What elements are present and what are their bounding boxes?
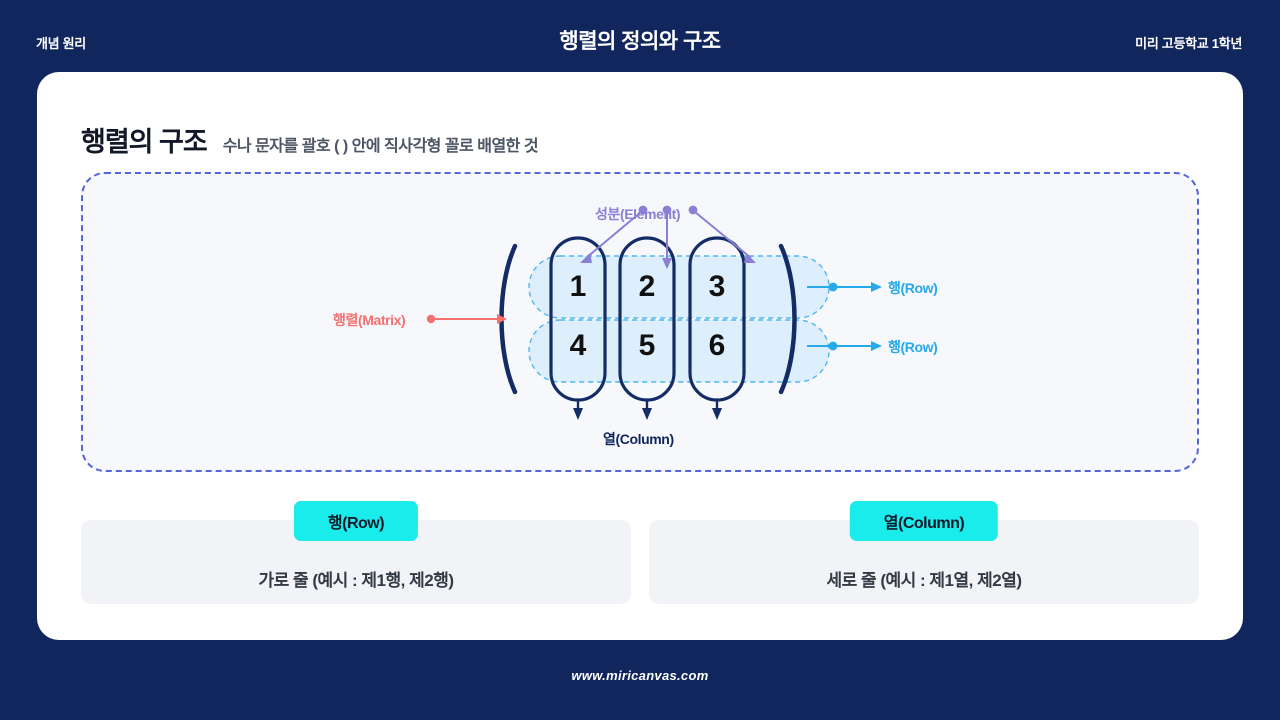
- matrix-cell-r1c2: 2: [638, 270, 656, 303]
- matrix-label: 행렬(Matrix): [333, 312, 406, 328]
- section-title: 행렬의 구조: [81, 127, 208, 157]
- info-card-row-text: 가로 줄 (예시 : 제1행, 제2행): [258, 571, 455, 590]
- row-label-1: 행(Row): [888, 280, 938, 296]
- column-arrow-head-1: [573, 408, 583, 420]
- column-arrow-head-3: [712, 408, 722, 420]
- element-arrow-head-1: [580, 253, 592, 263]
- element-arrow-head-2: [662, 258, 672, 269]
- info-card-column: 열(Column) 세로 줄 (예시 : 제1열, 제2열): [649, 501, 1199, 604]
- row-arrow-head-2: [871, 341, 882, 351]
- matrix-cell-r2c1: 4: [569, 329, 587, 362]
- element-arrow-head-3: [744, 253, 756, 263]
- element-arrows: [580, 205, 756, 269]
- info-card-row: 행(Row) 가로 줄 (예시 : 제1행, 제2행): [81, 501, 631, 604]
- matrix-diagram-svg: [426, 205, 882, 420]
- matrix-label-arrow: [426, 314, 507, 324]
- element-label: 성분(Element): [595, 206, 681, 222]
- element-arrow-line-1: [585, 211, 642, 259]
- section-subtitle: 수나 문자를 괄호 ( ) 안에 직사각형 꼴로 배열한 것: [222, 138, 539, 155]
- matrix-diagram-panel: 1 2 3 4 5 6 성분(Element) 행렬(Matrix) 행(Row…: [81, 172, 1199, 472]
- slide-title: 행렬의 정의와 구조: [559, 30, 721, 53]
- column-outline-3: [688, 236, 746, 402]
- bracket-right-icon: [778, 243, 797, 395]
- slide-header: 개념 원리 행렬의 정의와 구조 미리 고등학교 1학년: [0, 0, 1280, 72]
- element-dot-1: [638, 205, 648, 215]
- info-card-column-badge: 열(Column): [849, 501, 999, 541]
- matrix-cell-r1c1: 1: [569, 270, 587, 303]
- row-arrows: [807, 282, 882, 351]
- info-card-column-text: 세로 줄 (예시 : 제1열, 제2열): [826, 571, 1023, 590]
- column-outline-group: [549, 236, 746, 402]
- header-left-label: 개념 원리: [36, 36, 86, 51]
- column-outline-1: [549, 236, 607, 402]
- footer-url: www.miricanvas.com: [571, 668, 709, 683]
- section-heading: 행렬의 구조 수나 문자를 괄호 ( ) 안에 직사각형 꼴로 배열한 것: [81, 120, 539, 159]
- row-label-2: 행(Row): [888, 339, 938, 355]
- content-card: 행렬의 구조 수나 문자를 괄호 ( ) 안에 직사각형 꼴로 배열한 것: [37, 72, 1243, 640]
- element-dot-3: [688, 205, 698, 215]
- column-arrows: [573, 400, 722, 420]
- info-card-row-badge: 행(Row): [293, 501, 419, 541]
- column-arrow-head-2: [642, 408, 652, 420]
- matrix-arrow-head: [497, 314, 507, 324]
- matrix-cell-r2c3: 6: [708, 329, 726, 362]
- header-right-label: 미리 고등학교 1학년: [1135, 36, 1242, 51]
- column-label: 열(Column): [603, 431, 674, 447]
- row-arrow-head-1: [871, 282, 882, 292]
- element-arrow-line-3: [694, 211, 752, 259]
- matrix-cell-r1c3: 3: [708, 270, 726, 303]
- matrix-cell-r2c2: 5: [638, 329, 656, 362]
